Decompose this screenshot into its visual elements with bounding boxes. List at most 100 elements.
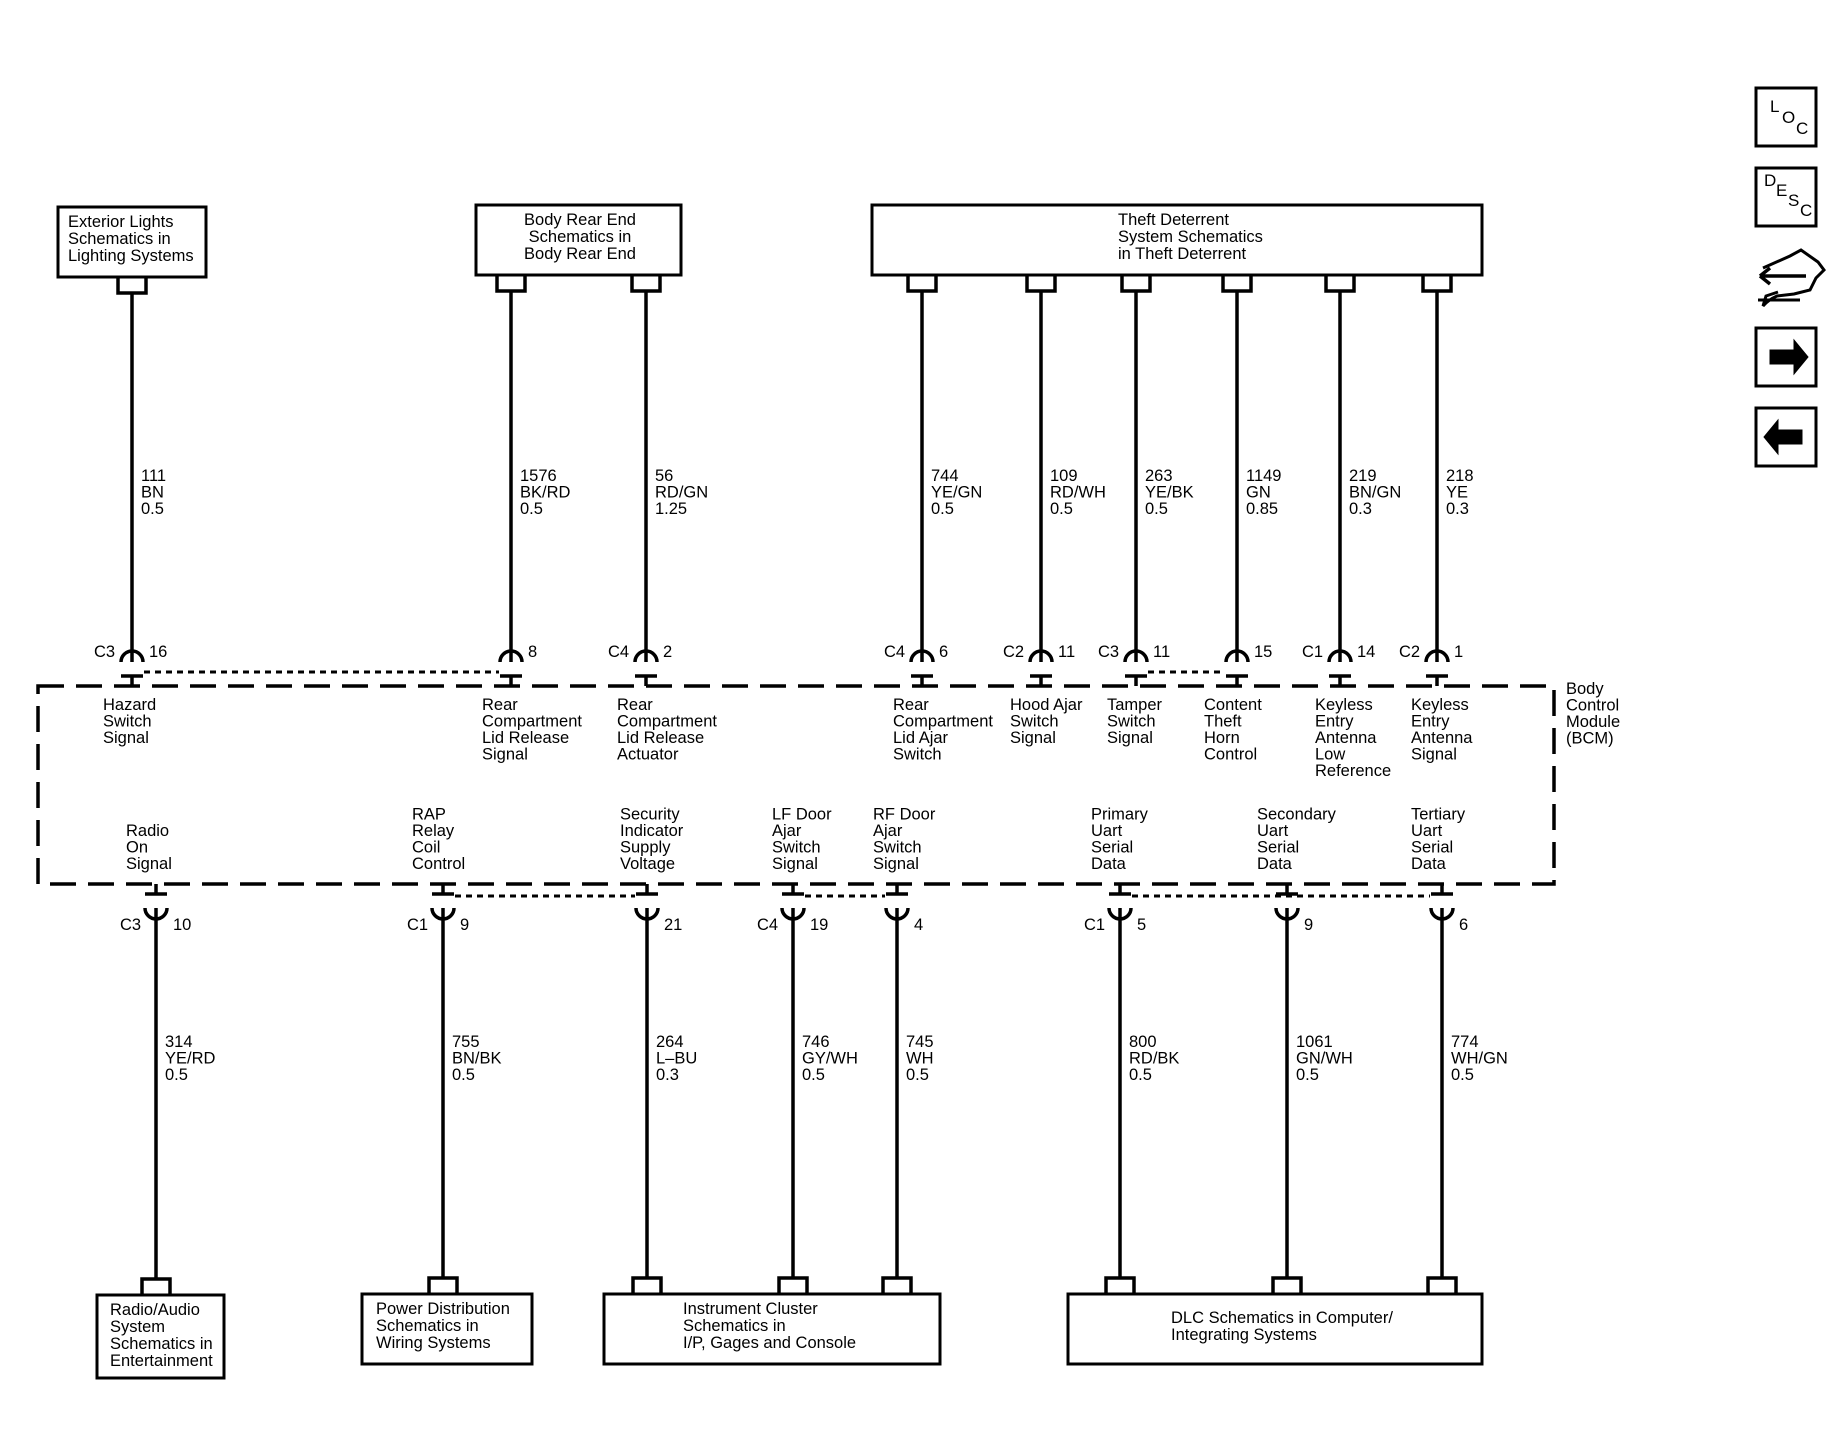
- signal-name-line: Ajar: [772, 822, 802, 840]
- wire-spec-line: 0.5: [906, 1066, 929, 1084]
- signal-name-line: Compartment: [893, 713, 993, 731]
- signal-name-line: Lid Release: [482, 729, 569, 747]
- box-frame: [360, 1292, 534, 1366]
- wire-terminal: [881, 1276, 913, 1294]
- signal-name-line: Lid Release: [617, 729, 704, 747]
- wire-spec-line: 111: [141, 467, 166, 485]
- next-arrow-icon: [1769, 338, 1809, 376]
- signal-name-line: Signal: [126, 855, 172, 873]
- desc-letter: C: [1800, 201, 1812, 220]
- signal-name-line: Signal: [873, 855, 919, 873]
- box-text-line: DLC Schematics in Computer/: [1171, 1309, 1393, 1327]
- wire-spec-line: 314: [165, 1033, 193, 1051]
- connector-id: C2: [1399, 643, 1420, 661]
- wire-spec-line: 218: [1446, 467, 1474, 485]
- box-frame: [1066, 1292, 1484, 1366]
- signal-name-line: Switch: [873, 839, 922, 857]
- bcm-label-line: Body: [1566, 680, 1604, 698]
- box-text-line: Schematics in: [110, 1335, 213, 1353]
- signal-name-line: Ajar: [873, 822, 903, 840]
- bcm-label-line: (BCM): [1566, 730, 1614, 748]
- wire-spec-line: RD/GN: [655, 484, 708, 502]
- wire-spec-line: 264: [656, 1033, 684, 1051]
- wire-terminal: [1271, 1276, 1303, 1294]
- box-text-line: Radio/Audio: [110, 1301, 200, 1319]
- box-text-line: in Theft Deterrent: [1118, 245, 1247, 263]
- pin-number: 16: [149, 643, 167, 661]
- signal-name-line: Compartment: [617, 713, 717, 731]
- loc-letter: L: [1770, 97, 1779, 116]
- wire-spec-line: 1149: [1246, 467, 1281, 485]
- pin-number: 9: [1304, 916, 1313, 934]
- signal-name-line: Switch: [1010, 713, 1059, 731]
- box-dlc: DLC Schematics in Computer/Integrating S…: [1066, 1292, 1484, 1366]
- wire-spec-line: BN/BK: [452, 1050, 502, 1068]
- wire-spec-line: 0.5: [520, 500, 543, 518]
- signal-name-line: Data: [1091, 855, 1127, 873]
- wire-terminal: [631, 1276, 663, 1294]
- pin-number: 6: [939, 643, 948, 661]
- wire-spec-line: GY/WH: [802, 1050, 858, 1068]
- signal-name-line: Secondary: [1257, 806, 1337, 824]
- wire-spec-line: GN: [1246, 484, 1271, 502]
- wire-spec-line: BN/GN: [1349, 484, 1401, 502]
- loc-button[interactable]: LOC: [1754, 86, 1818, 148]
- wire-spec-line: 746: [802, 1033, 830, 1051]
- connector-end-view-icon[interactable]: [1758, 248, 1826, 307]
- connector-id: C3: [120, 916, 141, 934]
- signal-name-line: Theft: [1204, 713, 1242, 731]
- bcm-label-line: Control: [1566, 697, 1619, 715]
- pin-number: 19: [810, 916, 828, 934]
- box-frame: [474, 203, 683, 277]
- desc-letter: E: [1776, 181, 1787, 200]
- signal-name-line: Switch: [772, 839, 821, 857]
- signal-name-line: Actuator: [617, 746, 679, 764]
- wire-spec-line: 0.5: [452, 1066, 475, 1084]
- connector-id: C4: [884, 643, 905, 661]
- box-text-line: I/P, Gages and Console: [683, 1334, 856, 1352]
- box-text-line: Theft Deterrent: [1118, 211, 1229, 229]
- signal-name-line: Signal: [103, 729, 149, 747]
- wire-spec-line: 744: [931, 467, 959, 485]
- pin-number: 21: [664, 916, 682, 934]
- next-button[interactable]: [1754, 326, 1818, 388]
- signal-name-line: Reference: [1315, 762, 1391, 780]
- wire-spec-line: 0.5: [165, 1066, 188, 1084]
- wire-spec-line: 0.3: [656, 1066, 679, 1084]
- pin-number: 11: [1153, 643, 1170, 661]
- signal-name-line: Keyless: [1411, 696, 1469, 714]
- wire-terminal: [1324, 275, 1356, 293]
- wire-spec-line: 0.5: [1296, 1066, 1319, 1084]
- signal-name-line: Rear: [893, 696, 929, 714]
- wire-spec-line: 774: [1451, 1033, 1479, 1051]
- wire-spec-line: YE/RD: [165, 1050, 216, 1068]
- wire-terminal: [1421, 275, 1453, 293]
- wire-spec-line: L–BU: [656, 1050, 697, 1068]
- wire-spec-line: BN: [141, 484, 164, 502]
- wire-spec-line: 1.25: [655, 500, 687, 518]
- signal-name-line: Signal: [1010, 729, 1056, 747]
- connector-id: C1: [1084, 916, 1105, 934]
- connector-id: C4: [608, 643, 629, 661]
- bcm-outline: [36, 684, 1556, 886]
- wire-spec-line: RD/BK: [1129, 1050, 1179, 1068]
- previous-button[interactable]: [1754, 406, 1818, 468]
- signal-name-line: Antenna: [1411, 729, 1473, 747]
- wire-spec-line: RD/WH: [1050, 484, 1106, 502]
- signal-name-line: Switch: [103, 713, 152, 731]
- box-frame: [870, 203, 1484, 277]
- box-frame: [602, 1292, 942, 1366]
- box-text-line: System: [110, 1318, 165, 1336]
- signal-name-line: Entry: [1411, 713, 1450, 731]
- signal-name-line: Low: [1315, 746, 1345, 764]
- wire-terminal: [1426, 1276, 1458, 1294]
